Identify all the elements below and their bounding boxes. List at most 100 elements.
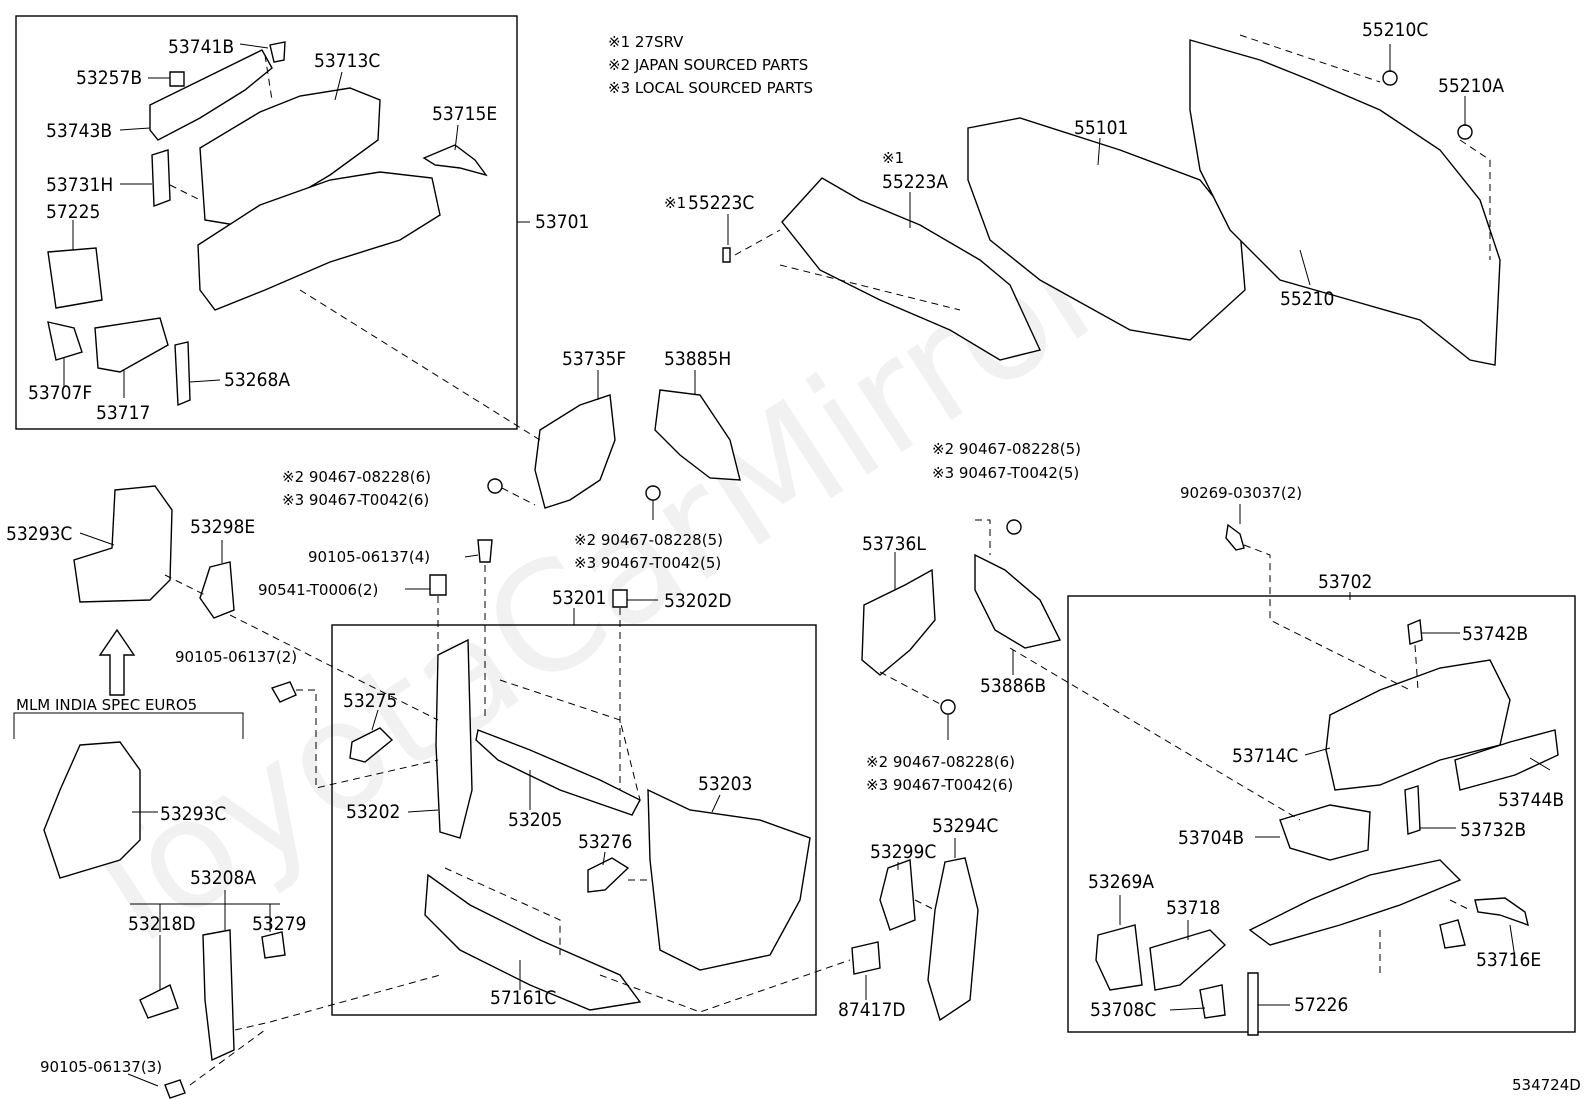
part-53708C-shape [1199,984,1226,1019]
label-90541: 90541-T0006(2) [258,581,378,599]
part-57161C-shape [424,873,642,1011]
part-55210A-shape [1457,124,1473,140]
part-53276-shape [587,857,630,893]
leader-90105-3 [127,1073,159,1087]
label-53742B: 53742B [1462,623,1528,645]
dash-bolt-3 [189,1029,266,1086]
dash-53299C [914,899,936,911]
label-55101: 55101 [1074,117,1128,139]
label-53203: 53203 [698,773,752,795]
dash-90269 [1243,544,1411,691]
leader-53275 [371,709,379,731]
dash-55223A-1 [779,264,961,311]
dash-53293C-53298E [164,574,206,596]
part-53269A-shape [1095,924,1143,991]
part-53744B-shape [1454,729,1559,791]
dash-apron-1 [264,54,273,101]
leader-53741B [239,43,269,49]
label-spec: MLM INDIA SPEC EURO5 [16,696,197,714]
label-fastener-2a: ※2 90467-08228(5) [574,531,723,549]
label-fastener-2b: ※3 90467-T0042(5) [574,554,721,572]
label-53735F: 53735F [562,348,626,370]
part-53886B-shape [974,553,1062,649]
part-53268A-shape [174,341,191,407]
label-53276: 53276 [578,831,632,853]
label-53275: 53275 [343,690,397,712]
part-53298E-shape [199,561,235,619]
part-53736L-shape [861,568,936,676]
label-55223A-mark: ※1 [882,149,904,167]
leader-53208A [130,890,280,932]
part-53732B-shape [1404,785,1421,835]
label-53886B: 53886B [980,675,1046,697]
dash-53736L-clip4 [879,671,943,706]
part-53205-shape [475,729,641,816]
part-57225-shape [47,247,103,309]
label-53736L: 53736L [862,533,926,555]
part-53716-shape [1248,859,1462,946]
label-fastener-1b: ※3 90467-T0042(6) [282,491,429,509]
part-53731H-shape [151,149,171,207]
label-57161C: 57161C [490,987,556,1009]
label-53268A: 53268A [224,369,290,391]
group-box-53702 [1067,595,1576,1033]
clip-4-shape [940,699,956,715]
label-55223A: 55223A [882,171,948,193]
part-90105-2-shape [270,681,297,703]
label-53885H: 53885H [664,348,731,370]
part-53885H-shape [654,389,741,481]
label-53202D: 53202D [664,590,732,612]
part-55223C-shape [722,247,731,263]
clip-1-shape [487,478,503,494]
part-53742B-shape [1407,618,1423,645]
part-53718-shape [1149,929,1227,991]
part-53218D-shape [139,984,179,1019]
leader-53714C [1304,747,1331,756]
dash-55210-1 [1239,34,1381,83]
part-53202-shape [435,638,473,839]
clip-3-shape [1006,519,1022,535]
part-57226-shape [1247,972,1259,1036]
leader-53708C [1169,1007,1206,1011]
label-53708C: 53708C [1090,999,1156,1021]
part-53293C-top-shape [73,485,173,603]
part-53257B-shape [169,71,185,87]
dash-90105-2 [296,689,439,789]
part-53202D-shape [612,589,628,608]
label-53269A: 53269A [1088,871,1154,893]
label-53299C: 53299C [870,841,936,863]
part-90105-4-shape [477,539,493,563]
label-fastener-3b: ※3 90467-T0042(5) [932,464,1079,482]
part-53208A-shape [202,929,235,1062]
leader-53715E [454,124,459,151]
label-53208A: 53208A [190,867,256,889]
label-53279: 53279 [252,913,306,935]
part-53735F-shape [534,394,616,509]
dash-87417D [599,959,851,1013]
diagram-id: 534724D [1512,1076,1581,1094]
spec-bracket [13,712,244,739]
leader-53713C [334,71,343,101]
label-90269: 90269-03037(2) [1180,484,1302,502]
part-53299C-shape [879,859,916,931]
label-57226: 57226 [1294,994,1348,1016]
label-53715E: 53715E [432,103,497,125]
part-53701-shape [197,171,441,311]
part-53715E-shape [422,144,488,177]
label-53743B: 53743B [46,120,112,142]
label-90105-4: 90105-06137(4) [308,548,430,566]
label-55210C: 55210C [1362,19,1428,41]
label-53731H: 53731H [46,174,113,196]
part-55101-shape [967,117,1246,341]
leader-55101 [1097,137,1101,166]
label-53732B: 53732B [1460,819,1526,841]
part-bolt-3-shape [164,1079,186,1099]
label-55223C-mark: ※1 [664,194,686,212]
leader-53202 [407,809,439,813]
dash-53742B [1414,644,1419,691]
label-55223C: 55223C [688,192,754,214]
part-53704B-shape [1279,804,1371,861]
leader-53203 [711,794,721,813]
label-53741B: 53741B [168,36,234,58]
part-53713C-shape [199,87,381,226]
